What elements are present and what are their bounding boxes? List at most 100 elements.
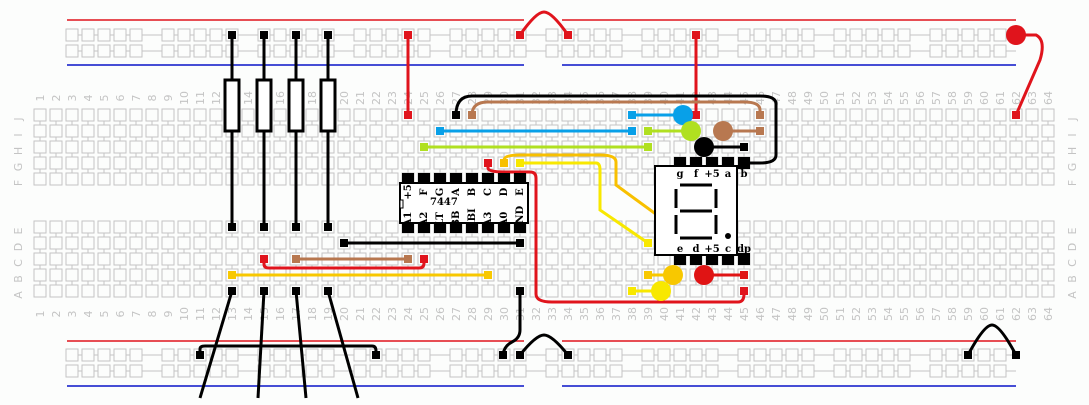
rail-hole[interactable] <box>833 348 847 362</box>
hole[interactable] <box>625 156 639 170</box>
hole[interactable] <box>385 172 399 186</box>
rail-jumper[interactable] <box>518 333 570 356</box>
hole[interactable] <box>193 252 207 266</box>
hole[interactable] <box>129 236 143 250</box>
hole[interactable] <box>49 252 63 266</box>
rail-hole[interactable] <box>577 364 591 378</box>
rail-hole[interactable] <box>417 44 431 58</box>
hole[interactable] <box>961 156 975 170</box>
hole[interactable] <box>1025 172 1039 186</box>
hole[interactable] <box>817 252 831 266</box>
hole[interactable] <box>305 220 319 234</box>
hole[interactable] <box>977 268 991 282</box>
hole[interactable] <box>289 236 303 250</box>
hole[interactable] <box>1041 268 1055 282</box>
hole[interactable] <box>273 236 287 250</box>
hole[interactable] <box>65 252 79 266</box>
hole[interactable] <box>273 284 287 298</box>
hole[interactable] <box>977 124 991 138</box>
hole[interactable] <box>369 220 383 234</box>
rail-hole[interactable] <box>385 364 399 378</box>
rail-hole[interactable] <box>641 44 655 58</box>
hole[interactable] <box>817 124 831 138</box>
rail-hole[interactable] <box>881 348 895 362</box>
rail-hole[interactable] <box>785 28 799 42</box>
hole[interactable] <box>785 156 799 170</box>
hole[interactable] <box>945 284 959 298</box>
hole[interactable] <box>337 140 351 154</box>
hole[interactable] <box>817 268 831 282</box>
hole[interactable] <box>577 108 591 122</box>
hole[interactable] <box>801 172 815 186</box>
hole[interactable] <box>929 140 943 154</box>
hole[interactable] <box>1025 284 1039 298</box>
hole[interactable] <box>785 236 799 250</box>
rail-hole[interactable] <box>705 348 719 362</box>
hole[interactable] <box>801 220 815 234</box>
hole[interactable] <box>849 172 863 186</box>
hole[interactable] <box>193 108 207 122</box>
hole[interactable] <box>609 252 623 266</box>
hole[interactable] <box>417 108 431 122</box>
resistor[interactable] <box>287 78 305 133</box>
rail-hole[interactable] <box>545 28 559 42</box>
hole[interactable] <box>337 108 351 122</box>
hole[interactable] <box>161 108 175 122</box>
rail-hole[interactable] <box>897 44 911 58</box>
hole[interactable] <box>209 156 223 170</box>
hole[interactable] <box>497 108 511 122</box>
hole[interactable] <box>1025 156 1039 170</box>
hole[interactable] <box>833 284 847 298</box>
hole[interactable] <box>961 124 975 138</box>
rail-hole[interactable] <box>97 348 111 362</box>
brown-loop-wire[interactable] <box>470 100 762 116</box>
rail-hole[interactable] <box>881 44 895 58</box>
hole[interactable] <box>945 140 959 154</box>
hole[interactable] <box>177 268 191 282</box>
hole[interactable] <box>337 172 351 186</box>
hole[interactable] <box>145 236 159 250</box>
rail-hole[interactable] <box>833 28 847 42</box>
hole[interactable] <box>1041 124 1055 138</box>
hole[interactable] <box>49 172 63 186</box>
hole[interactable] <box>145 156 159 170</box>
rail-hole[interactable] <box>481 44 495 58</box>
hole[interactable] <box>417 284 431 298</box>
hole[interactable] <box>881 108 895 122</box>
hole[interactable] <box>81 220 95 234</box>
hole[interactable] <box>977 140 991 154</box>
rail-hole[interactable] <box>865 364 879 378</box>
hole[interactable] <box>929 108 943 122</box>
hole[interactable] <box>897 124 911 138</box>
hole[interactable] <box>385 140 399 154</box>
hole[interactable] <box>913 108 927 122</box>
rail-hole[interactable] <box>769 28 783 42</box>
hole[interactable] <box>241 284 255 298</box>
hole[interactable] <box>81 236 95 250</box>
rail-hole[interactable] <box>497 364 511 378</box>
hole[interactable] <box>401 156 415 170</box>
hole[interactable] <box>321 236 335 250</box>
hole[interactable] <box>545 108 559 122</box>
hole[interactable] <box>993 172 1007 186</box>
hole[interactable] <box>929 156 943 170</box>
hole[interactable] <box>513 252 527 266</box>
hole[interactable] <box>977 172 991 186</box>
rail-hole[interactable] <box>673 44 687 58</box>
hole[interactable] <box>945 156 959 170</box>
hole[interactable] <box>97 108 111 122</box>
hole[interactable] <box>353 140 367 154</box>
hole[interactable] <box>193 236 207 250</box>
rail-hole[interactable] <box>961 44 975 58</box>
hole[interactable] <box>913 284 927 298</box>
hole[interactable] <box>641 156 655 170</box>
rail-hole[interactable] <box>401 348 415 362</box>
rail-hole[interactable] <box>449 348 463 362</box>
hole[interactable] <box>401 284 415 298</box>
rail-hole[interactable] <box>209 364 223 378</box>
hole[interactable] <box>801 252 815 266</box>
hole[interactable] <box>81 284 95 298</box>
hole[interactable] <box>49 220 63 234</box>
hole[interactable] <box>353 220 367 234</box>
hole[interactable] <box>641 252 655 266</box>
